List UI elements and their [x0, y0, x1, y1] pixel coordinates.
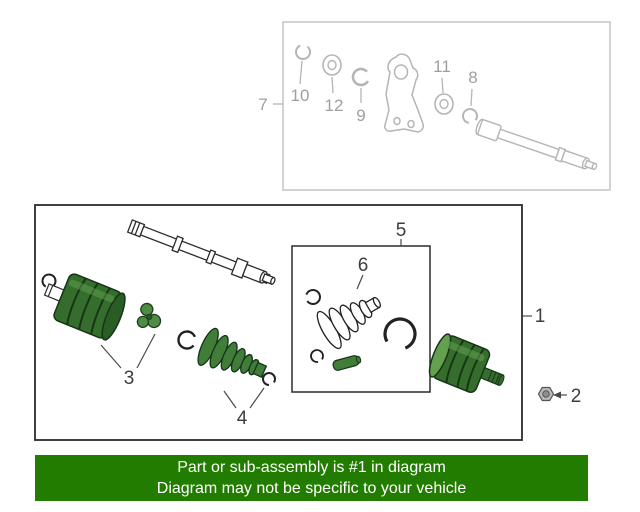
- kit-clamp-small-2: [310, 349, 324, 363]
- washer-12: [322, 54, 342, 76]
- tripod-bearing: [136, 302, 162, 329]
- outer-cv-joint: [428, 333, 505, 394]
- intermediate-shaft: [475, 118, 598, 171]
- inner-boot: [197, 327, 268, 378]
- callout-6-leader: [356, 274, 364, 290]
- vehicle-note-banner: Part or sub-assembly is #1 in diagram Di…: [35, 455, 588, 501]
- main-assembly-box: [34, 204, 523, 441]
- callout-11-label: 11: [433, 57, 451, 76]
- c-clip-9: [351, 67, 371, 87]
- inner-joint-snap-ring: [41, 273, 57, 289]
- callout-3-label: 3: [124, 368, 135, 389]
- retaining-clip: [177, 330, 197, 350]
- callout-2-label: 2: [571, 386, 582, 407]
- callout-10-label: 10: [291, 86, 310, 105]
- kit-boot: [316, 296, 381, 350]
- callout-1-label: 1: [535, 306, 546, 327]
- washer-11: [434, 93, 454, 115]
- inner-cv-joint: [43, 273, 126, 341]
- reference-parts-group: 10 12 9 11: [258, 21, 611, 191]
- callout-7-label: 7: [258, 95, 267, 114]
- callout-10-leader: [299, 60, 303, 85]
- banner-line-2: Diagram may not be specific to your vehi…: [156, 480, 467, 497]
- boot-clamp-ring: [262, 372, 276, 386]
- spindle-nut: [537, 386, 555, 402]
- mount-bracket: [384, 53, 424, 133]
- boot-kit-box: [291, 245, 431, 393]
- callout-5-label: 5: [396, 220, 407, 241]
- axle-shaft: [126, 219, 276, 285]
- banner-line-1: Part or sub-assembly is #1 in diagram: [177, 459, 446, 476]
- callout-12-leader: [331, 76, 334, 94]
- kit-band-clamp: [383, 317, 417, 351]
- callout-2-arrow: [553, 391, 567, 399]
- grease-pack: [332, 355, 362, 371]
- callout-6-label: 6: [358, 255, 369, 276]
- callout-12-label: 12: [325, 96, 344, 115]
- callout-11-leader: [441, 77, 444, 94]
- callout-4-leaders: [223, 387, 265, 409]
- kit-clamp-small: [305, 289, 321, 306]
- reference-parts-box: [282, 21, 611, 191]
- callout-3-leaders: [100, 333, 156, 369]
- callout-8-label: 8: [468, 68, 477, 87]
- callout-4-label: 4: [237, 408, 248, 429]
- snap-ring-10: [295, 44, 311, 60]
- snap-ring-8: [461, 108, 478, 124]
- callout-9-label: 9: [356, 106, 365, 125]
- callout-8-leader: [470, 88, 473, 107]
- main-assembly-group: 3 4 5: [34, 204, 582, 441]
